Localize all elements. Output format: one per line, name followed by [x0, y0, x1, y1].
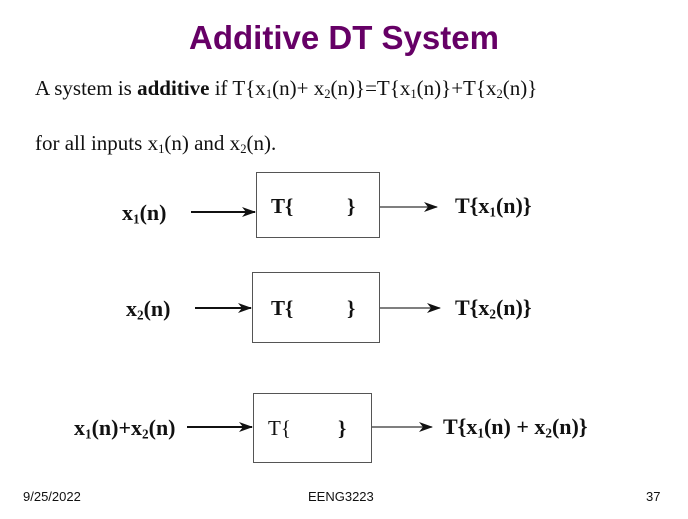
subscript: 2 [240, 142, 247, 157]
label-part: (n)} [495, 295, 532, 320]
subscript: 1 [265, 87, 273, 102]
additivity-definition: A system is additive if T{x1(n)+ x2(n)}=… [35, 74, 537, 102]
subscript: 1 [477, 425, 484, 441]
equation-part: (n)} [502, 76, 538, 100]
subscript: 1 [489, 204, 496, 220]
label-part: x [122, 200, 133, 225]
equation-part: (n)}+T{x [416, 76, 497, 100]
subscript: 1 [133, 211, 140, 227]
footer-date: 9/25/2022 [23, 489, 81, 504]
label-part: T{x [455, 295, 490, 320]
label-part: x [74, 415, 85, 440]
for-all-inputs-text: for all inputs x1(n) and x2(n). [35, 129, 276, 157]
output-label-3: T{x1(n) + x2(n)} [443, 414, 588, 440]
equation-part: (n)+ x [272, 76, 325, 100]
block-open-label: T{ [268, 416, 291, 440]
subscript: 1 [410, 87, 417, 102]
label-part: (n) [139, 200, 167, 225]
footer-page-number: 37 [646, 489, 661, 504]
equation-part: if T{x [209, 76, 266, 100]
subscript: 2 [489, 306, 496, 322]
subscript: 2 [137, 307, 144, 323]
label-part: T{x [443, 414, 478, 439]
label-part: (n)} [495, 193, 532, 218]
slide-title: Additive DT System [189, 19, 499, 56]
text-part: for all inputs x [35, 131, 159, 155]
label-part: (n) [143, 296, 171, 321]
input-label-3: x1(n)+x2(n) [74, 415, 176, 441]
block-close-label: } [347, 194, 356, 218]
subscript: 1 [85, 426, 92, 442]
system-block-2: T{ } [252, 272, 380, 343]
definition-keyword: additive [137, 76, 210, 100]
definition-text: A system is [35, 76, 138, 100]
block-open-label: T{ [271, 296, 294, 320]
system-block-1: T{ } [256, 172, 380, 238]
block-open-label: T{ [271, 194, 294, 218]
system-block-3: T{ } [253, 393, 372, 463]
block-close-label: } [338, 416, 347, 440]
subscript: 1 [158, 142, 165, 157]
text-part: (n) and x [164, 131, 241, 155]
label-part: x [126, 296, 137, 321]
output-label-1: T{x1(n)} [455, 193, 532, 219]
block-close-label: } [347, 296, 356, 320]
subscript: 2 [324, 87, 331, 102]
input-label-2: x2(n) [126, 296, 170, 322]
subscript: 2 [142, 426, 149, 442]
input-label-1: x1(n) [122, 200, 166, 226]
subscript: 2 [496, 87, 503, 102]
text-part: (n). [246, 131, 277, 155]
subscript: 2 [545, 425, 552, 441]
label-part: (n) + x [483, 414, 546, 439]
label-part: (n)+x [91, 415, 143, 440]
footer-course: EENG3223 [308, 489, 374, 504]
label-part: (n) [148, 415, 176, 440]
label-part: (n)} [551, 414, 588, 439]
label-part: T{x [455, 193, 490, 218]
output-label-2: T{x2(n)} [455, 295, 532, 321]
equation-part: (n)}=T{x [330, 76, 411, 100]
